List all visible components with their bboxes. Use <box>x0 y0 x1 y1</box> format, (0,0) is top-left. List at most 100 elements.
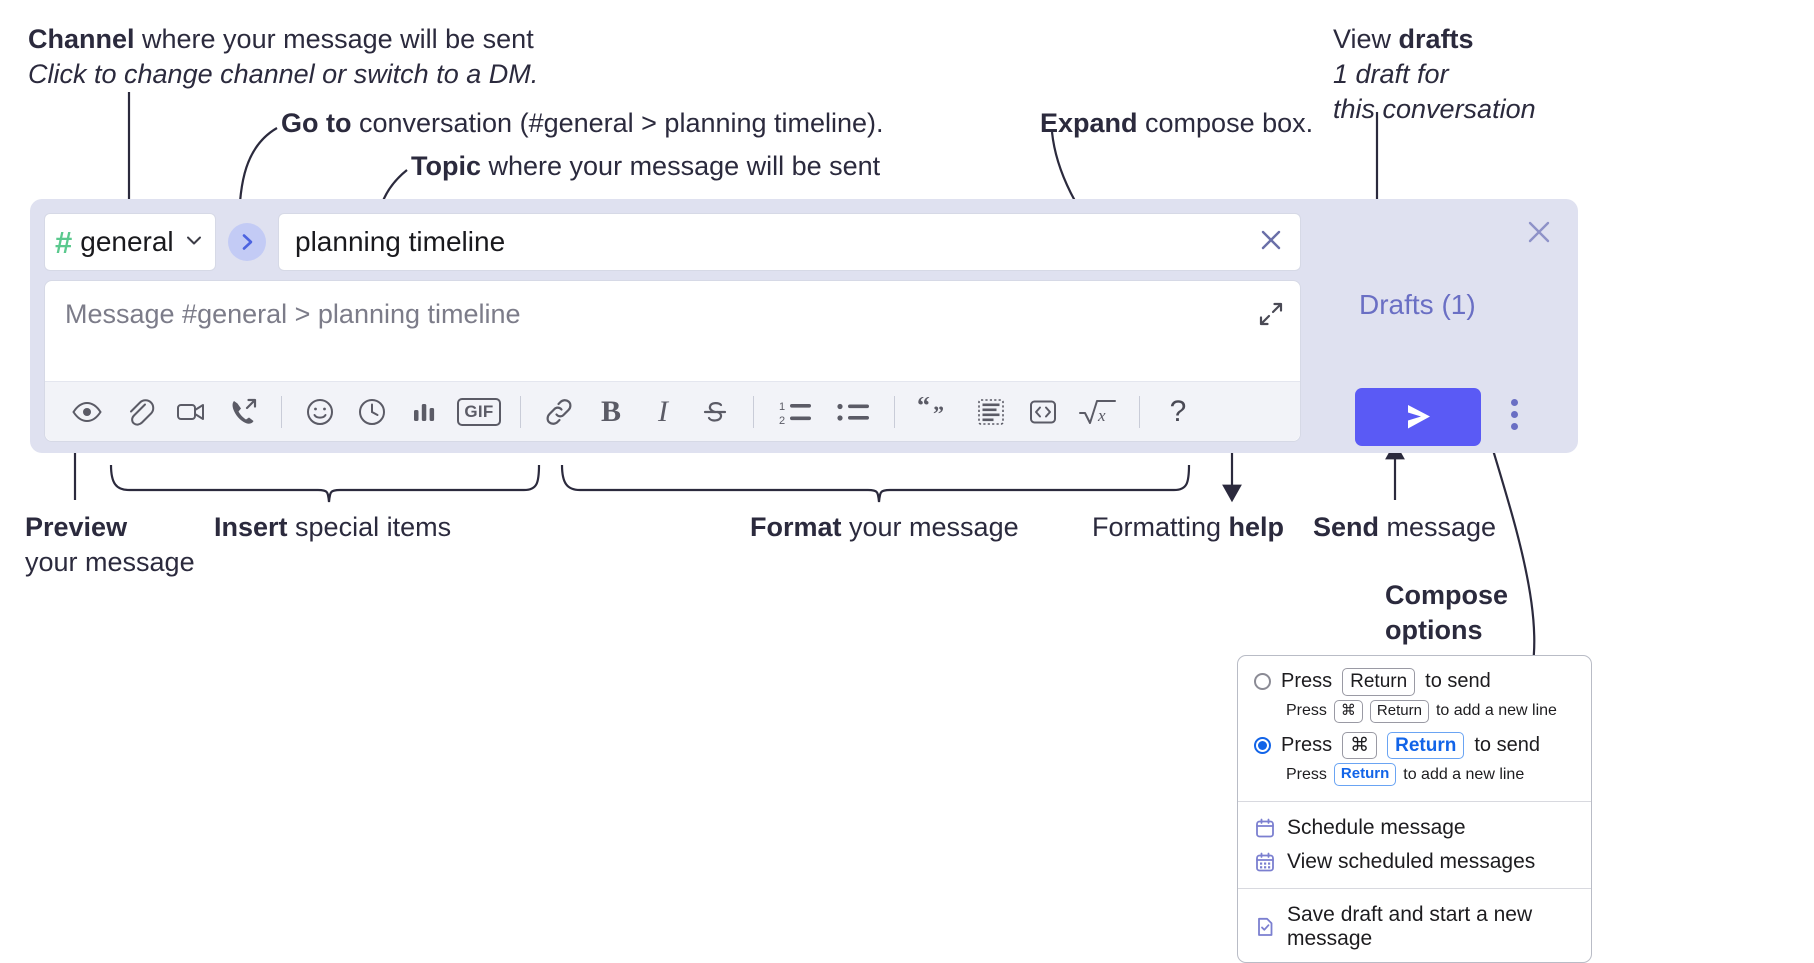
dot <box>1511 423 1518 430</box>
gif-label: GIF <box>457 397 501 426</box>
annotation-help-bold: help <box>1228 512 1285 542</box>
option2-sub-pre: Press <box>1286 765 1327 783</box>
annotation-send-bold: Send <box>1313 512 1380 542</box>
annotation-channel: Channel where your message will be sent … <box>28 22 538 92</box>
annotation-channel-bold: Channel <box>28 24 135 54</box>
menu-item-schedule-message[interactable]: Schedule message <box>1238 811 1591 845</box>
bold-button[interactable]: B <box>585 390 637 434</box>
topic-field[interactable]: planning timeline <box>278 213 1301 271</box>
compose-options-button[interactable] <box>1511 399 1518 435</box>
annotation-channel-italic: Click to change channel or switch to a D… <box>28 59 539 90</box>
svg-text:x: x <box>1097 406 1106 425</box>
code-block-icon <box>978 398 1004 425</box>
inline-code-button[interactable] <box>1017 390 1069 434</box>
annotation-help: Formatting help <box>1092 510 1284 545</box>
radio-cmd-return[interactable] <box>1254 736 1271 754</box>
channel-selector[interactable]: # general <box>44 213 216 271</box>
message-placeholder: Message #general > planning timeline <box>65 299 521 329</box>
send-option-return[interactable]: Press Return to send <box>1238 665 1591 699</box>
code-block-button[interactable] <box>965 390 1017 434</box>
formatting-help-button[interactable]: ? <box>1152 390 1204 434</box>
close-compose-button[interactable] <box>1520 213 1558 256</box>
annotation-preview-rest: your message <box>25 547 195 578</box>
option1-sub-post: to add a new line <box>1435 702 1557 720</box>
compose-options-menu: Press Return to send Press ⌘ Return to a… <box>1237 655 1592 963</box>
annotation-drafts-line3: this conversation <box>1333 94 1536 125</box>
bold-label: B <box>600 394 621 428</box>
send-option-cmd-return[interactable]: Press ⌘ Return to send <box>1238 729 1591 763</box>
key-command: ⌘ <box>1342 731 1378 760</box>
option1-sub-pre: Press <box>1286 702 1327 720</box>
huddle-button[interactable] <box>217 390 269 434</box>
menu-divider <box>1238 801 1591 802</box>
math-button[interactable]: x <box>1069 390 1127 434</box>
option1-pre: Press <box>1281 670 1333 693</box>
menu-item-save-draft[interactable]: Save draft and start a new message <box>1238 898 1591 956</box>
compose-main-column: # general planning timeline Message #gen… <box>30 199 1315 453</box>
calendar-grid-icon <box>1256 852 1274 872</box>
annotation-channel-rest: where your message will be sent <box>134 24 534 54</box>
annotation-goto-bold: Go to <box>281 108 352 138</box>
option2-sub-post: to add a new line <box>1403 765 1525 783</box>
annotation-topic: Topic where your message will be sent <box>411 149 880 184</box>
annotation-insert-bold: Insert <box>214 512 288 542</box>
compose-panel: # general planning timeline Message #gen… <box>30 199 1578 453</box>
annotation-format-bold: Format <box>750 512 842 542</box>
strikethrough-button[interactable] <box>689 390 741 434</box>
annotation-help-plain: Formatting <box>1092 512 1229 542</box>
bulleted-list-button[interactable] <box>824 390 882 434</box>
send-button[interactable] <box>1355 388 1481 446</box>
message-editor[interactable]: Message #general > planning timeline <box>44 280 1301 442</box>
key-return: Return <box>1342 668 1416 696</box>
annotation-send-rest: message <box>1379 512 1497 542</box>
key-return: Return <box>1387 731 1465 760</box>
annotation-expand: Expand compose box. <box>1040 106 1313 141</box>
poll-button[interactable] <box>398 390 450 434</box>
goto-conversation-button[interactable] <box>228 223 266 261</box>
annotation-compose-bold1: Compose <box>1385 580 1509 610</box>
menu-item-view-scheduled-messages[interactable]: View scheduled messages <box>1238 845 1591 879</box>
document-check-icon <box>1258 917 1273 936</box>
expand-compose-button[interactable] <box>1258 301 1284 332</box>
channel-name: general <box>80 226 174 257</box>
video-camera-icon <box>177 403 204 420</box>
radio-return[interactable] <box>1254 673 1271 691</box>
link-button[interactable] <box>533 390 585 434</box>
ordered-list-button[interactable]: 1 2 <box>766 390 824 434</box>
video-button[interactable] <box>165 390 217 434</box>
chevron-right-icon <box>242 234 253 250</box>
attach-button[interactable] <box>113 390 165 434</box>
menu-item-label: View scheduled messages <box>1287 850 1536 873</box>
annotation-preview: Preview your message <box>25 510 195 580</box>
close-icon <box>1261 230 1281 249</box>
gif-button[interactable]: GIF <box>450 390 508 434</box>
reminder-button[interactable] <box>346 390 398 434</box>
drafts-link[interactable]: Drafts (1) <box>1359 289 1476 320</box>
option1-post: to send <box>1425 670 1491 693</box>
annotation-drafts-line2: 1 draft for <box>1333 59 1449 90</box>
annotation-preview-bold: Preview <box>25 512 128 542</box>
annotation-goto: Go to conversation (#general > planning … <box>281 106 884 141</box>
svg-text:1: 1 <box>779 401 785 413</box>
svg-text:“: “ <box>917 397 930 420</box>
topic-clear-button[interactable] <box>1254 223 1288 262</box>
toolbar-divider <box>520 395 521 428</box>
annotation-drafts: View drafts 1 draft for this conversatio… <box>1333 22 1536 127</box>
annotation-topic-bold: Topic <box>411 151 481 181</box>
ordered-list-icon: 1 2 <box>779 401 811 427</box>
key-return: Return <box>1333 763 1397 786</box>
italic-label: I <box>658 394 668 428</box>
phone-forward-icon <box>232 398 257 424</box>
link-icon <box>546 398 572 425</box>
italic-button[interactable]: I <box>637 390 689 434</box>
key-return: Return <box>1369 699 1429 723</box>
quote-icon: “ ” <box>917 397 944 426</box>
blockquote-button[interactable]: “ ” <box>907 390 965 434</box>
expand-icon <box>1259 302 1283 326</box>
send-option-cmd-return-sub: Press Return to add a new line <box>1238 762 1591 792</box>
annotation-goto-rest: conversation (#general > planning timeli… <box>351 108 884 138</box>
preview-button[interactable] <box>61 390 113 434</box>
eye-icon <box>72 401 102 422</box>
hash-icon: # <box>55 224 73 260</box>
emoji-button[interactable] <box>294 390 346 434</box>
